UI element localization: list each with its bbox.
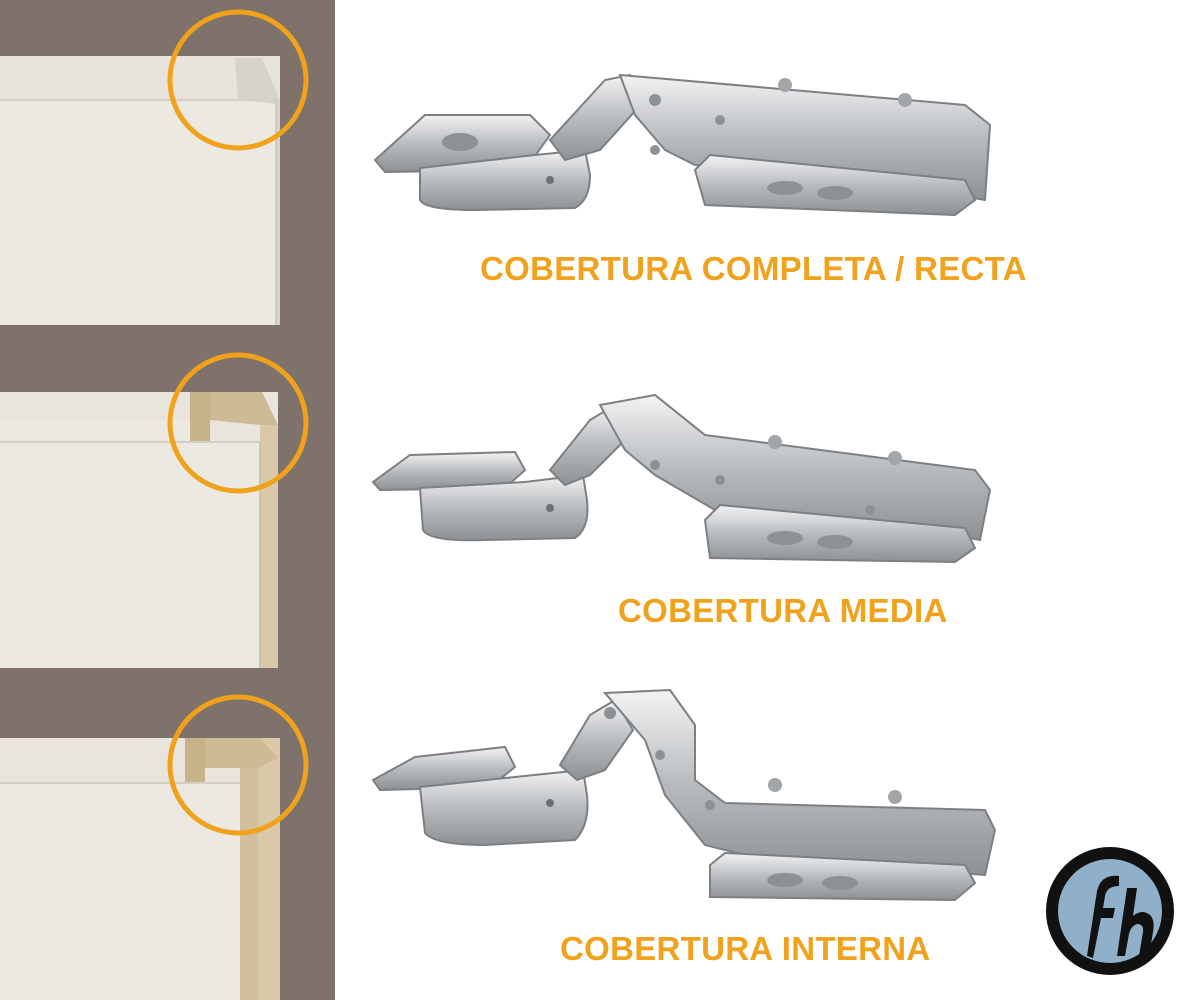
cabinet-illustration-half-overlay [0, 325, 335, 668]
half-overlay-hinge-photo [365, 390, 1015, 575]
full-overlay-hinge-photo [365, 60, 1015, 235]
full-overlay-label: COBERTURA COMPLETA / RECTA [480, 250, 1027, 287]
cabinet-illustration-full-overlay [0, 0, 335, 325]
inset-label: COBERTURA INTERNA [560, 930, 931, 967]
half-overlay-label: COBERTURA MEDIA [618, 592, 948, 629]
cabinet-illustration-inset [0, 668, 335, 1000]
inset-hinge-photo [365, 685, 1015, 920]
fh-brand-logo [1045, 846, 1175, 976]
